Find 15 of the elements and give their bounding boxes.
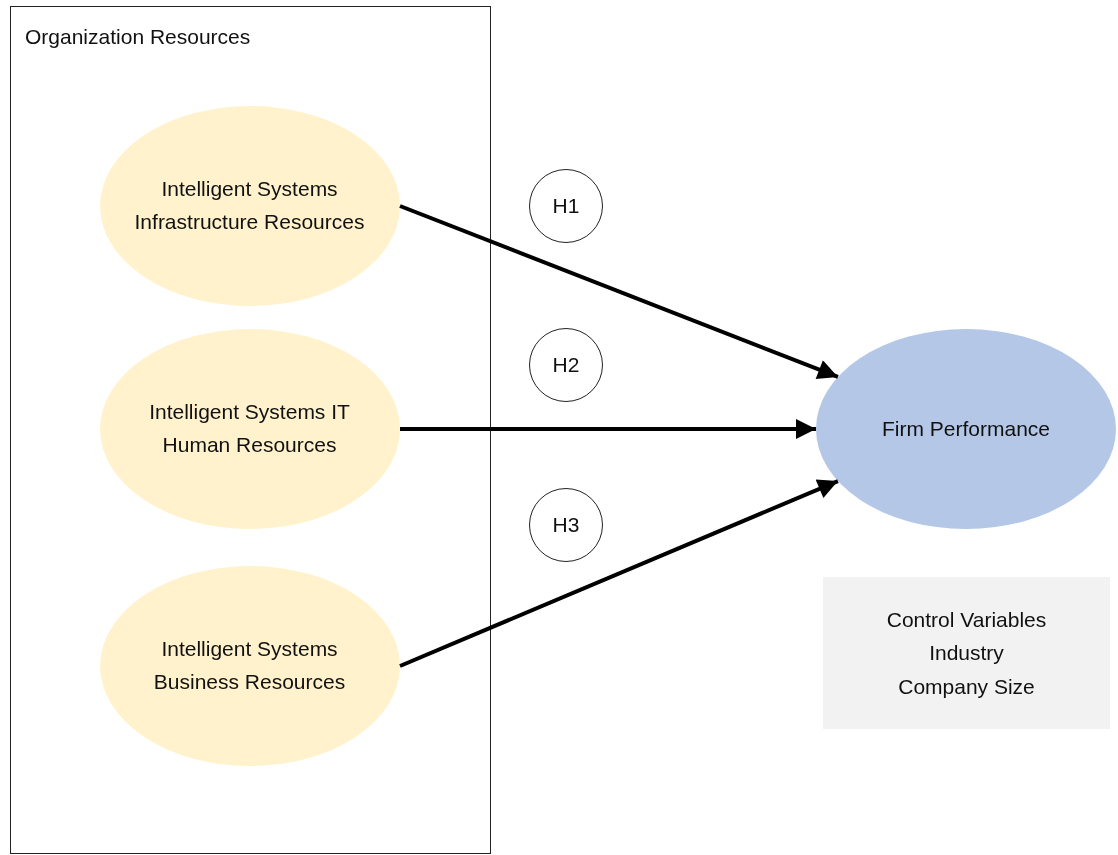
- node-label: Intelligent Systems Infrastructure Resources: [133, 175, 366, 235]
- node-label: Intelligent Systems Business Resources: [152, 635, 347, 695]
- note-text: Company Size: [898, 673, 1035, 700]
- group-heading: Organization Resources: [25, 24, 251, 50]
- hypothesis-label: H1: [552, 192, 580, 219]
- note-text: Control Variables: [886, 606, 1047, 633]
- arrow: [400, 419, 816, 439]
- arrow: [399, 479, 839, 668]
- note-text: Industry: [929, 640, 1004, 667]
- node-label: Firm Performance: [882, 415, 1050, 442]
- hypothesis-label: H3: [552, 511, 580, 538]
- hypothesis-label: H2: [552, 351, 580, 378]
- arrow: [399, 204, 839, 379]
- node-label: Intelligent Systems IT Human Resources: [148, 398, 351, 458]
- group-box: [10, 6, 491, 854]
